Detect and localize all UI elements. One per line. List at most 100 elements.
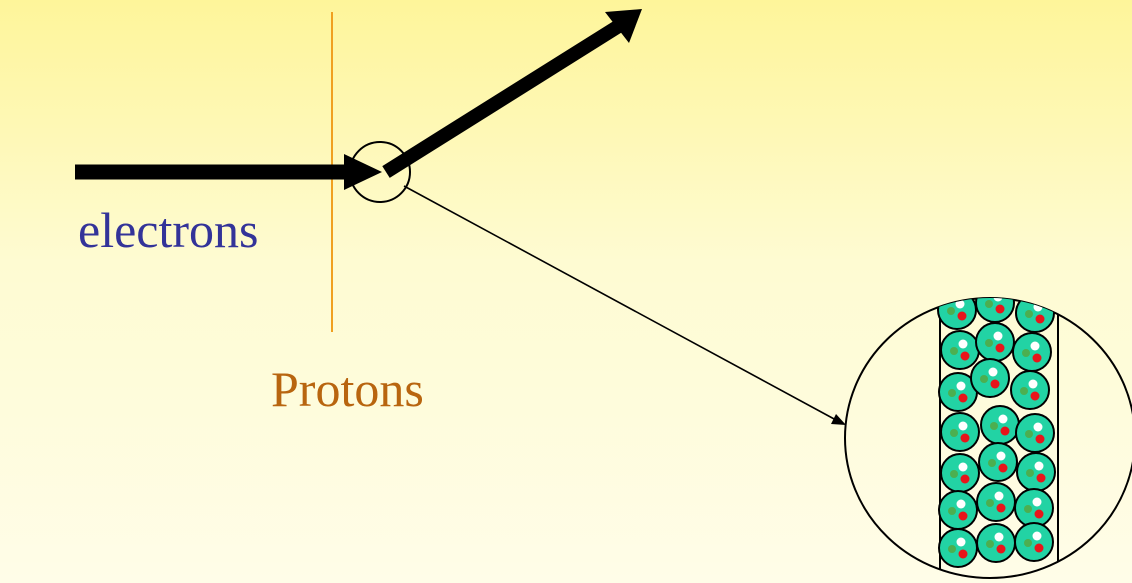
quark-red [1033,354,1042,363]
electrons-label: electrons [78,205,258,255]
quark-green [985,300,993,308]
nucleon [976,323,1014,361]
quark-red [961,475,970,484]
quark-green [950,429,958,437]
quark-white [1033,532,1042,541]
quark-white [1035,462,1044,471]
nucleon-body [938,291,976,329]
scattered-arrow-shaft [386,24,622,172]
nucleon [1017,453,1055,491]
quark-green [1025,310,1033,318]
quark-red [1035,544,1044,553]
quark-green [948,545,956,553]
protons-label: Protons [271,364,424,414]
nucleon [1011,371,1049,409]
nucleon-body [939,529,977,567]
quark-green [1024,505,1032,513]
quark-white [994,293,1003,302]
quark-green [948,389,956,397]
nucleon [1013,333,1051,371]
nucleon [1016,294,1054,332]
nucleon-body [971,359,1009,397]
quark-white [959,463,968,472]
nucleon-cluster [938,284,1055,567]
quark-red [999,464,1008,473]
nucleon-body [981,406,1019,444]
quark-red [996,305,1005,314]
quark-green [985,339,993,347]
quark-red [961,352,970,361]
quark-green [1022,349,1030,357]
nucleon-body [976,284,1014,322]
quark-red [1036,315,1045,324]
quark-green [950,470,958,478]
nucleon-body [941,413,979,451]
quark-green [1020,387,1028,395]
nucleon-body [1015,523,1053,561]
quark-green [1024,539,1032,547]
nucleon [938,291,976,329]
quark-green [988,459,996,467]
zoom-pointer-line [404,186,836,420]
quark-white [959,340,968,349]
zoom-pointer [404,186,846,425]
quark-white [999,415,1008,424]
quark-red [959,394,968,403]
nucleon-body [941,331,979,369]
nucleon-body [1017,453,1055,491]
nucleon [941,413,979,451]
quark-green [1025,430,1033,438]
quark-red [1001,427,1010,436]
nucleon [939,491,977,529]
nucleon-body [977,524,1015,562]
nucleon [976,284,1014,322]
quark-green [1026,469,1034,477]
quark-white [1029,380,1038,389]
quark-red [1037,474,1046,483]
quark-red [1031,392,1040,401]
quark-red [997,504,1006,513]
nucleon [981,406,1019,444]
nucleon-body [1015,489,1053,527]
quark-green [948,507,956,515]
nucleon-body [979,443,1017,481]
quark-white [1033,498,1042,507]
quark-red [959,550,968,559]
incoming-electron-arrow [75,154,382,190]
quark-red [1036,435,1045,444]
nucleon-body [1016,294,1054,332]
nucleon-body [939,491,977,529]
quark-green [986,540,994,548]
quark-white [997,452,1006,461]
nucleon-body [976,323,1014,361]
nucleon-body [1013,333,1051,371]
quark-white [995,492,1004,501]
quark-white [989,368,998,377]
scattered-electron-arrow [386,9,642,172]
nucleon [1015,523,1053,561]
quark-green [947,307,955,315]
quark-white [1034,423,1043,432]
quark-white [957,538,966,547]
quark-white [995,533,1004,542]
quark-green [986,499,994,507]
nucleon [941,331,979,369]
nucleon-body [941,454,979,492]
nucleon [1015,489,1053,527]
nucleon [977,524,1015,562]
quark-red [1035,510,1044,519]
quark-white [959,422,968,431]
quark-green [950,347,958,355]
nucleon [979,443,1017,481]
nucleon-body [1016,414,1054,452]
quark-red [959,512,968,521]
quark-red [958,312,967,321]
quark-white [957,500,966,509]
quark-red [961,434,970,443]
quark-white [1031,342,1040,351]
quark-green [980,375,988,383]
quark-red [996,344,1005,353]
quark-white [957,382,966,391]
nucleon [1016,414,1054,452]
